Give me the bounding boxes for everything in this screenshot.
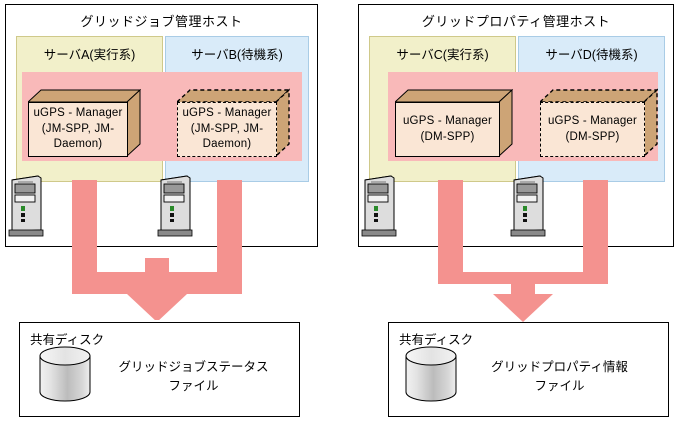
ugps-manager-box-b: uGPS - Manager (JM-SPP, JM- Daemon) bbox=[177, 88, 290, 158]
arrow-to-shared-disk-left bbox=[72, 180, 242, 320]
ugps-manager-box-c: uGPS - Manager (DM-SPP) bbox=[395, 88, 513, 158]
ugps-manager-face-d: uGPS - Manager (DM-SPP) bbox=[540, 102, 645, 157]
server-label-b: サーバB(待機系) bbox=[191, 48, 283, 62]
box-3d-shading bbox=[540, 88, 658, 158]
server-tower-icon bbox=[8, 175, 44, 237]
arrow-shape-left bbox=[72, 180, 242, 320]
disk-cylinder-icon-left bbox=[39, 346, 91, 402]
server-tower-d bbox=[510, 172, 548, 243]
shared-disk-title: 共有ディスク bbox=[30, 333, 105, 347]
ugps-manager-box-d: uGPS - Manager (DM-SPP) bbox=[540, 88, 658, 158]
ugps-manager-face-a: uGPS - Manager (JM-SPP, JM- Daemon) bbox=[28, 102, 128, 157]
server-label-c: サーバC(実行系) bbox=[396, 48, 489, 62]
server-tower-icon bbox=[510, 175, 546, 237]
shared-disk-title: 共有ディスク bbox=[399, 333, 474, 347]
server-tower-b bbox=[157, 172, 195, 243]
shared-disk-file-label-left: グリッドジョブステータス ファイル bbox=[118, 360, 269, 393]
server-label-d: サーバD(待機系) bbox=[545, 48, 638, 62]
server-tower-icon bbox=[361, 175, 397, 237]
disk-cylinder-icon-right bbox=[405, 346, 457, 402]
server-tower-c bbox=[361, 172, 399, 243]
server-tower-icon bbox=[157, 175, 193, 237]
ugps-manager-box-a: uGPS - Manager (JM-SPP, JM- Daemon) bbox=[28, 88, 141, 158]
ugps-manager-face-b: uGPS - Manager (JM-SPP, JM- Daemon) bbox=[177, 102, 277, 157]
server-label-a: サーバA(実行系) bbox=[43, 48, 136, 62]
shared-disk-file-label-right: グリッドプロパティ情報 ファイル bbox=[491, 360, 628, 393]
host-title: グリッドジョブ管理ホスト bbox=[80, 14, 243, 29]
host-title: グリッドプロパティ管理ホスト bbox=[421, 14, 611, 29]
server-tower-a bbox=[8, 172, 46, 243]
ugps-manager-face-c: uGPS - Manager (DM-SPP) bbox=[395, 102, 500, 157]
box-3d-shading bbox=[395, 88, 513, 158]
arrow-to-shared-disk-right bbox=[438, 180, 608, 322]
